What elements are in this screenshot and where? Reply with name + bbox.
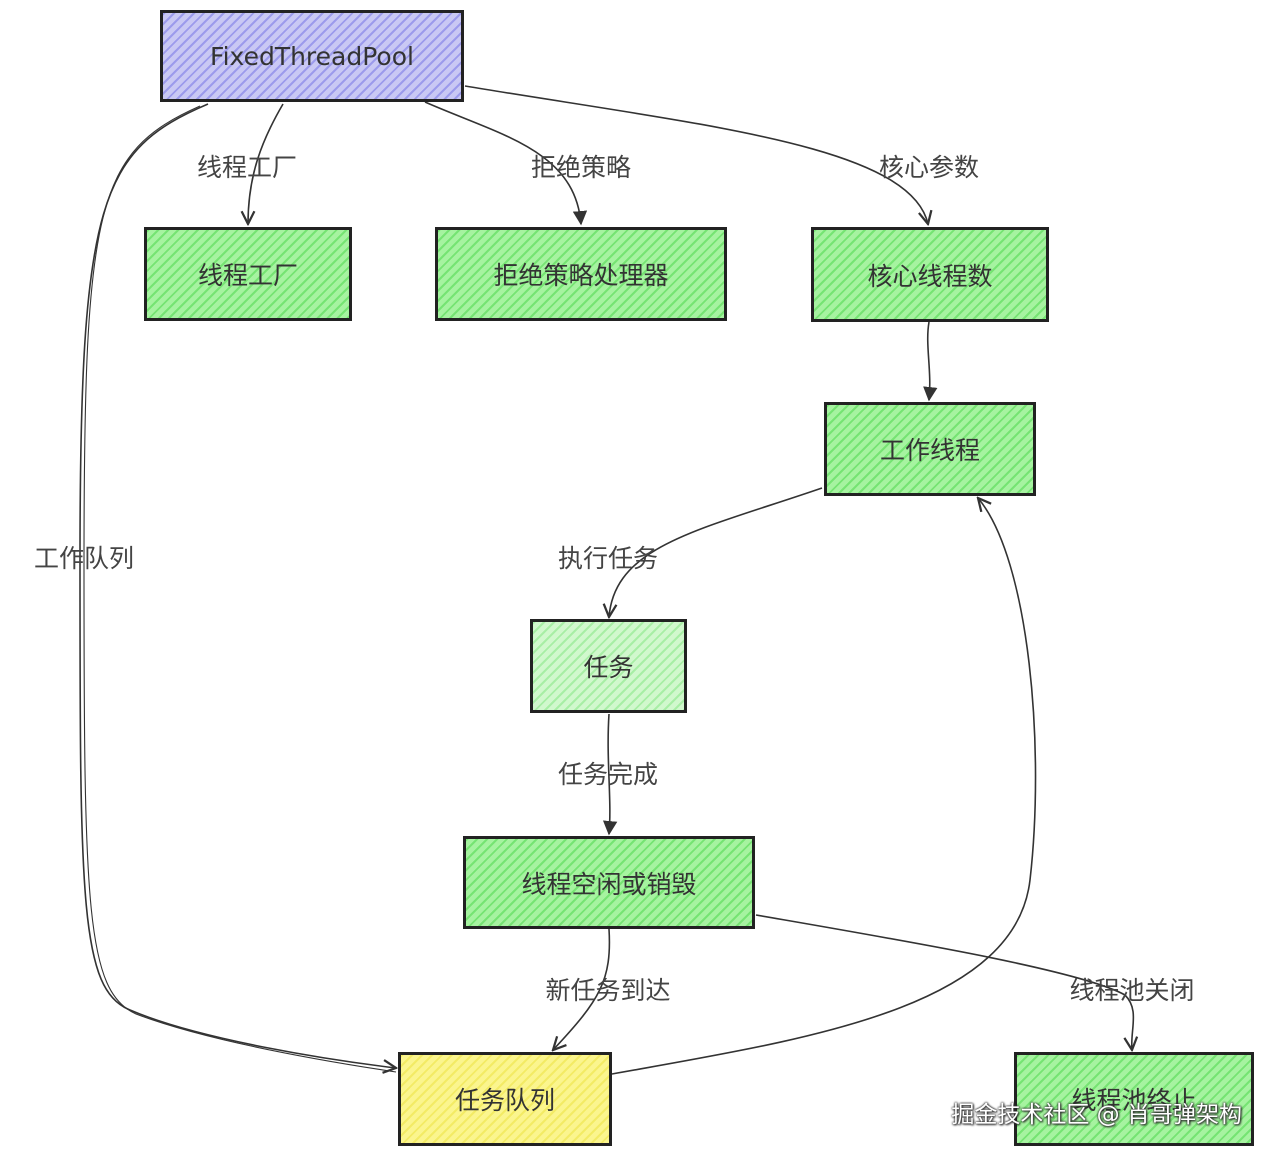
edge-pool-to-rejection — [424, 101, 588, 226]
node-rejection-handler-label: 拒绝策略处理器 — [493, 261, 669, 290]
node-idle-or-destroy-label: 线程空闲或销毁 — [521, 869, 697, 899]
edge-label-work-queue: 工作队列 — [33, 544, 135, 573]
node-core-threads-label: 核心线程数 — [867, 261, 993, 291]
edge-core-to-worker — [923, 321, 938, 402]
edge-idle-to-terminated — [755, 914, 1133, 1050]
node-fixed-thread-pool-label: FixedThreadPool — [210, 41, 414, 71]
edge-pool-to-queue-sketch — [83, 105, 397, 1073]
node-task-queue: 任务队列 — [398, 1052, 612, 1146]
node-worker-thread-label: 工作线程 — [879, 436, 980, 465]
edge-task-to-idle — [602, 713, 618, 836]
node-rejection-handler: 拒绝策略处理器 — [435, 227, 727, 321]
node-task: 任务 — [530, 619, 687, 713]
node-idle-or-destroy: 线程空闲或销毁 — [463, 836, 755, 929]
edge-label-shutdown: 线程池关闭 — [1069, 976, 1195, 1005]
node-thread-factory-label: 线程工厂 — [197, 261, 298, 290]
edge-pool-to-factory — [248, 103, 284, 224]
edge-label-core-params: 核心参数 — [878, 153, 980, 182]
edge-label-new-task: 新任务到达 — [545, 976, 671, 1005]
edge-queue-to-worker — [611, 498, 1037, 1075]
edge-label-task-done: 任务完成 — [557, 760, 659, 789]
edge-label-execute-task: 执行任务 — [557, 544, 659, 573]
edge-pool-to-core — [464, 85, 928, 224]
node-fixed-thread-pool: FixedThreadPool — [160, 10, 464, 102]
node-core-threads: 核心线程数 — [811, 227, 1049, 322]
node-pool-terminated-label: 线程池终止 — [1071, 1086, 1197, 1115]
edge-idle-to-queue — [553, 928, 611, 1050]
node-pool-terminated: 线程池终止 — [1014, 1052, 1254, 1146]
watermark: 掘金技术社区 @ 肖哥弹架构 — [951, 1102, 1242, 1128]
node-task-label: 任务 — [583, 653, 634, 682]
node-task-queue-label: 任务队列 — [454, 1086, 555, 1115]
edge-label-thread-factory: 线程工厂 — [196, 153, 298, 182]
edge-label-rejection: 拒绝策略 — [530, 153, 632, 182]
edge-worker-to-task — [609, 487, 823, 617]
node-thread-factory: 线程工厂 — [144, 227, 352, 321]
node-worker-thread: 工作线程 — [824, 402, 1036, 496]
